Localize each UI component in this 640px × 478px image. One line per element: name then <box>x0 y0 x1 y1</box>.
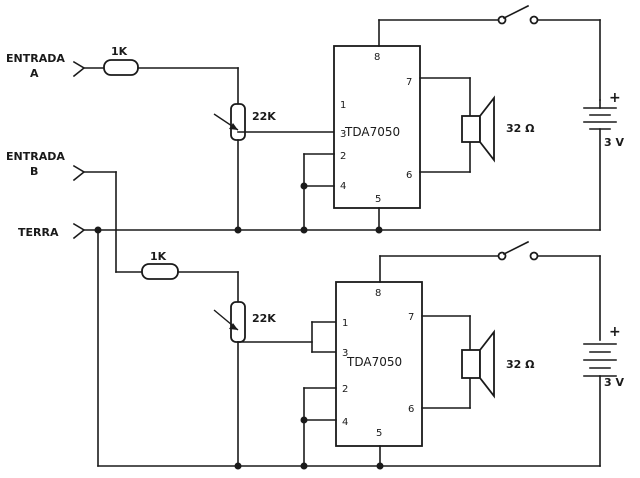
speaker-a-cone <box>479 95 495 163</box>
switch-b-lever <box>502 240 530 256</box>
channel-a: ENTRADA A 1K 22K TDA7050 1 3 2 4 8 5 7 6 <box>6 4 624 231</box>
entrada-b-label-line1: ENTRADA <box>6 150 65 163</box>
ic-a-pin2: 2 <box>340 151 346 162</box>
ic-a-pin4: 4 <box>340 181 346 192</box>
junction-ground-pot-b <box>234 462 242 470</box>
terra-label: TERRA <box>18 226 59 239</box>
ic-b-pin8: 8 <box>375 288 381 299</box>
ic-a-pin6: 6 <box>406 170 412 181</box>
ic-a-pin8: 8 <box>374 52 380 63</box>
ground-bus: ENTRADA B TERRA <box>6 150 601 467</box>
tda7050-b-label: TDA7050 <box>346 355 402 369</box>
terra-terminal <box>72 222 86 240</box>
potentiometer-22k-a-label: 22K <box>252 110 276 123</box>
ic-b-pin4: 4 <box>342 417 348 428</box>
entrada-b-label-line2: B <box>30 165 38 178</box>
resistor-1k-b-label: 1K <box>150 250 167 263</box>
ic-a-pin5: 5 <box>375 194 381 205</box>
ic-b-pin1: 1 <box>342 318 348 329</box>
entrada-a-terminal <box>72 60 86 78</box>
switch-a-lever <box>502 4 530 20</box>
entrada-a-label-line1: ENTRADA <box>6 52 65 65</box>
ic-b-pin7: 7 <box>408 312 414 323</box>
entrada-a-label-line2: A <box>30 67 39 80</box>
ic-b-pin3: 3 <box>342 348 348 359</box>
speaker-b-cone <box>479 329 495 399</box>
junction-ground-ic-a <box>300 226 308 234</box>
potentiometer-22k-b-label: 22K <box>252 312 276 325</box>
speaker-a-label: 32 Ω <box>506 122 535 135</box>
entrada-b-terminal <box>72 164 86 182</box>
switch-a-contact2 <box>529 15 539 25</box>
junction-ground-ic-b <box>300 462 308 470</box>
potentiometer-22k-a <box>230 103 246 141</box>
ic-a-pin7: 7 <box>406 77 412 88</box>
tda7050-ic-a <box>333 45 421 209</box>
resistor-1k-a-label: 1K <box>111 45 128 58</box>
ic-a-pin3: 3 <box>340 129 346 140</box>
battery-b-voltage: 3 V <box>604 376 624 389</box>
switch-b-contact2 <box>529 251 539 261</box>
resistor-1k-a <box>103 59 139 76</box>
junction-ground-pot-a <box>234 226 242 234</box>
ic-b-pin2: 2 <box>342 384 348 395</box>
potentiometer-22k-b <box>230 301 246 343</box>
junction-ground-pin5-b <box>376 462 384 470</box>
tda7050-ic-b <box>335 281 423 447</box>
tda7050-a-label: TDA7050 <box>344 125 400 139</box>
battery-a-plus: + <box>609 90 621 106</box>
channel-b: 1K 22K TDA7050 1 3 2 4 8 5 7 6 <box>72 164 624 470</box>
ic-b-pin5: 5 <box>376 428 382 439</box>
battery-a-voltage: 3 V <box>604 136 624 149</box>
speaker-b-magnet <box>461 349 481 379</box>
battery-b-plus: + <box>609 324 621 340</box>
ic-b-pin6: 6 <box>408 404 414 415</box>
junction-ground-pin5-a <box>375 226 383 234</box>
resistor-1k-b <box>141 263 179 280</box>
ic-a-pin1: 1 <box>340 100 346 111</box>
potentiometer-a-wiper-arrow <box>229 123 238 130</box>
speaker-a-magnet <box>461 115 481 143</box>
speaker-b-label: 32 Ω <box>506 358 535 371</box>
potentiometer-b-wiper-arrow <box>229 323 238 330</box>
